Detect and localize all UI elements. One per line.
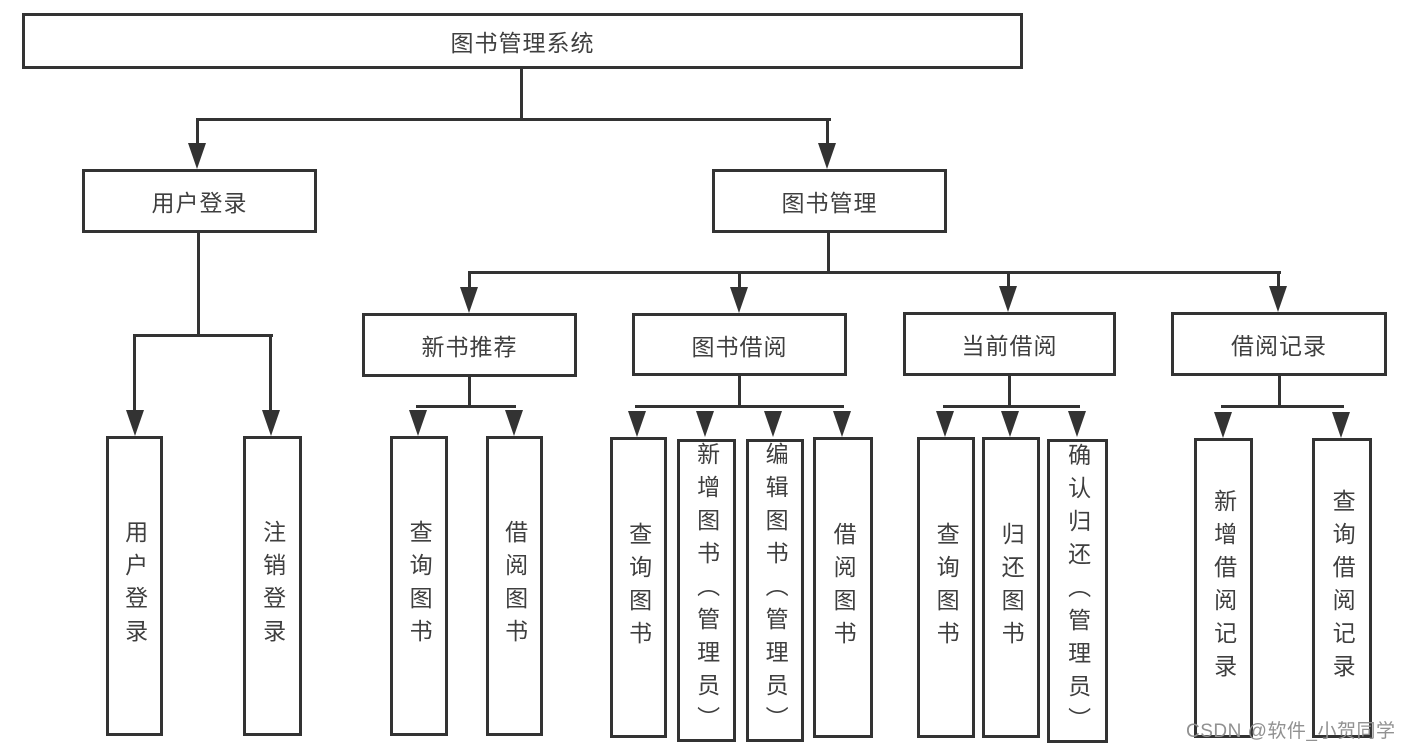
connector-drop bbox=[468, 376, 471, 408]
leaf-label: 注销登录 bbox=[259, 520, 286, 652]
connector-drop bbox=[1008, 375, 1011, 408]
arrow-down-icon bbox=[409, 410, 427, 436]
node-root: 图书管理系统 bbox=[22, 13, 1023, 69]
leaf-label: 查询图书 bbox=[625, 521, 652, 654]
leaf-confirm-return-admin: 确认归还（管理员） bbox=[1047, 439, 1108, 743]
leaf-query-books: 查询图书 bbox=[390, 436, 448, 736]
connector-root-drop bbox=[520, 69, 523, 120]
leaf-user-login: 用户登录 bbox=[106, 436, 163, 736]
leaf-label: 归还图书 bbox=[998, 521, 1025, 654]
connector-stem bbox=[269, 334, 272, 412]
connector-stem-user-login bbox=[196, 118, 199, 146]
connector-stem bbox=[1007, 271, 1010, 289]
arrow-down-icon bbox=[262, 410, 280, 436]
connector-stem bbox=[133, 334, 136, 412]
connector-book-management-drop bbox=[827, 232, 830, 274]
leaf-logout: 注销登录 bbox=[243, 436, 302, 736]
leaf-label: 新增借阅记录 bbox=[1210, 489, 1237, 687]
node-root-label: 图书管理系统 bbox=[450, 30, 595, 56]
node-label: 借阅记录 bbox=[1231, 333, 1327, 359]
arrow-down-icon bbox=[1214, 412, 1232, 438]
node-book-management: 图书管理 bbox=[712, 169, 947, 233]
leaf-query-books: 查询图书 bbox=[610, 437, 667, 738]
leaf-borrow-books: 借阅图书 bbox=[813, 437, 873, 738]
connector-stem bbox=[1277, 271, 1280, 289]
connector-user-login-drop bbox=[197, 232, 200, 337]
node-new-book-recommend: 新书推荐 bbox=[362, 313, 577, 377]
csdn-watermark: CSDN @软件_小贺同学 bbox=[1186, 721, 1396, 742]
connector-bus bbox=[1221, 405, 1344, 408]
arrow-down-icon bbox=[460, 287, 478, 313]
arrow-down-icon bbox=[764, 411, 782, 437]
arrow-down-icon bbox=[126, 410, 144, 436]
connector-level1-bus bbox=[196, 118, 831, 121]
node-user-login-label: 用户登录 bbox=[151, 190, 248, 216]
node-label: 当前借阅 bbox=[961, 333, 1058, 359]
connector-user-login-bus bbox=[133, 334, 273, 337]
connector-stem bbox=[468, 271, 471, 289]
leaf-label: 借阅图书 bbox=[501, 520, 528, 652]
leaf-label: 编辑图书（管理员） bbox=[762, 442, 789, 739]
arrow-down-icon bbox=[1068, 411, 1086, 437]
arrow-down-icon bbox=[1269, 286, 1287, 312]
leaf-add-books-admin: 新增图书（管理员） bbox=[677, 439, 736, 742]
connector-bus bbox=[635, 405, 844, 408]
arrow-down-icon bbox=[730, 287, 748, 313]
connector-bus bbox=[416, 405, 516, 408]
node-book-management-label: 图书管理 bbox=[781, 190, 878, 216]
connector-bus bbox=[943, 405, 1080, 408]
leaf-edit-books-admin: 编辑图书（管理员） bbox=[746, 439, 804, 742]
arrow-down-icon bbox=[936, 411, 954, 437]
arrow-down-icon bbox=[833, 411, 851, 437]
node-book-borrow: 图书借阅 bbox=[632, 313, 847, 376]
connector-drop bbox=[738, 375, 741, 408]
leaf-label: 用户登录 bbox=[121, 520, 148, 652]
leaf-borrow-books: 借阅图书 bbox=[486, 436, 543, 736]
arrow-down-icon bbox=[1332, 412, 1350, 438]
leaf-label: 查询图书 bbox=[406, 520, 433, 652]
node-current-borrow: 当前借阅 bbox=[903, 312, 1116, 376]
node-user-login: 用户登录 bbox=[82, 169, 317, 233]
leaf-label: 借阅图书 bbox=[830, 521, 857, 654]
node-borrow-records: 借阅记录 bbox=[1171, 312, 1387, 376]
leaf-query-borrow-record: 查询借阅记录 bbox=[1312, 438, 1372, 738]
connector-stem-book-management bbox=[826, 118, 829, 146]
leaf-query-books: 查询图书 bbox=[917, 437, 975, 738]
connector-level2-bus bbox=[468, 271, 1281, 274]
arrow-down-icon bbox=[696, 411, 714, 437]
leaf-label: 新增图书（管理员） bbox=[693, 442, 720, 739]
arrow-down-icon bbox=[505, 410, 523, 436]
node-label: 图书借阅 bbox=[691, 333, 788, 360]
arrow-down-icon bbox=[628, 411, 646, 437]
leaf-return-books: 归还图书 bbox=[982, 437, 1040, 738]
arrow-down-icon bbox=[188, 143, 206, 169]
leaf-add-borrow-record: 新增借阅记录 bbox=[1194, 438, 1253, 738]
leaf-label: 查询图书 bbox=[933, 521, 960, 654]
connector-stem bbox=[738, 271, 741, 289]
arrow-down-icon bbox=[999, 286, 1017, 312]
arrow-down-icon bbox=[1001, 411, 1019, 437]
leaf-label: 查询借阅记录 bbox=[1329, 489, 1356, 687]
arrow-down-icon bbox=[818, 143, 836, 169]
leaf-label: 确认归还（管理员） bbox=[1064, 442, 1091, 740]
node-label: 新书推荐 bbox=[421, 334, 518, 360]
connector-drop bbox=[1278, 375, 1281, 408]
